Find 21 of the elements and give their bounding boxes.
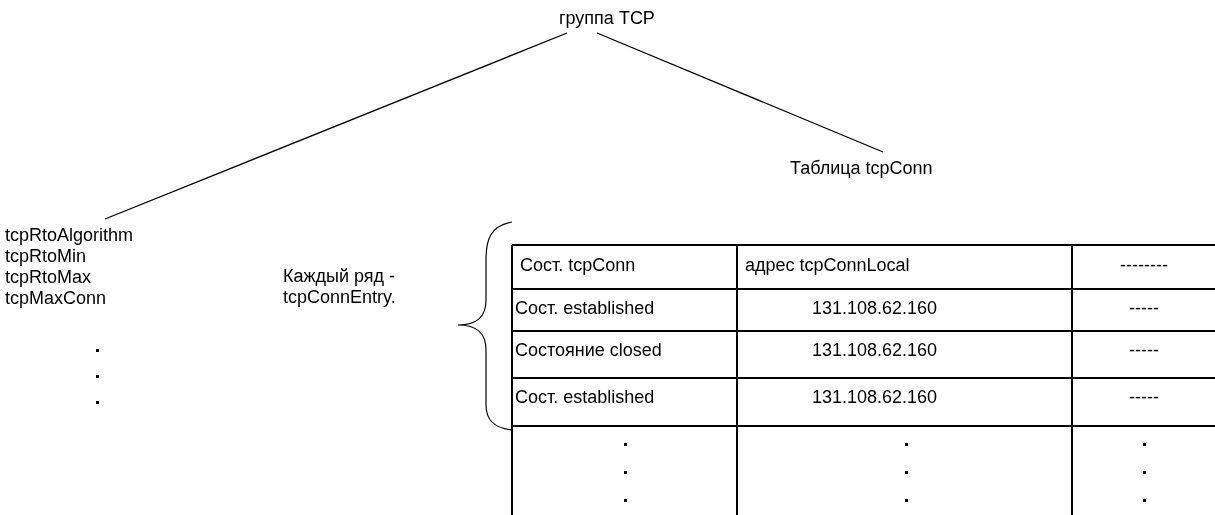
table-value: Сост. established [514,386,656,409]
table-value: 131.108.62.160 [810,386,939,409]
column-header: Сост. tcpConn [519,254,637,277]
column-header: -------- [1119,254,1169,277]
table-value: 131.108.62.160 [810,339,939,362]
object-name: tcpMaxConn [5,288,108,309]
row-note: Каждый ряд - tcpConnEntry. [283,266,397,308]
group-title: группа TCP [559,8,655,29]
object-name: tcpRtoMax [5,267,93,288]
connector-line [104,32,568,220]
table-name: Таблица tcpConn [790,158,933,179]
table-value: 131.108.62.160 [810,297,939,320]
table-value: ----- [1128,339,1160,362]
connector-line [596,32,884,153]
table-value: ----- [1128,386,1160,409]
table-value: Состояние closed [514,339,663,362]
object-name: tcpRtoMin [5,246,88,267]
table-value: ----- [1128,297,1160,320]
object-name: tcpRtoAlgorithm [5,225,134,246]
table-value: Сост. established [514,297,656,320]
column-header: адрес tcpConnLocal [744,254,911,277]
